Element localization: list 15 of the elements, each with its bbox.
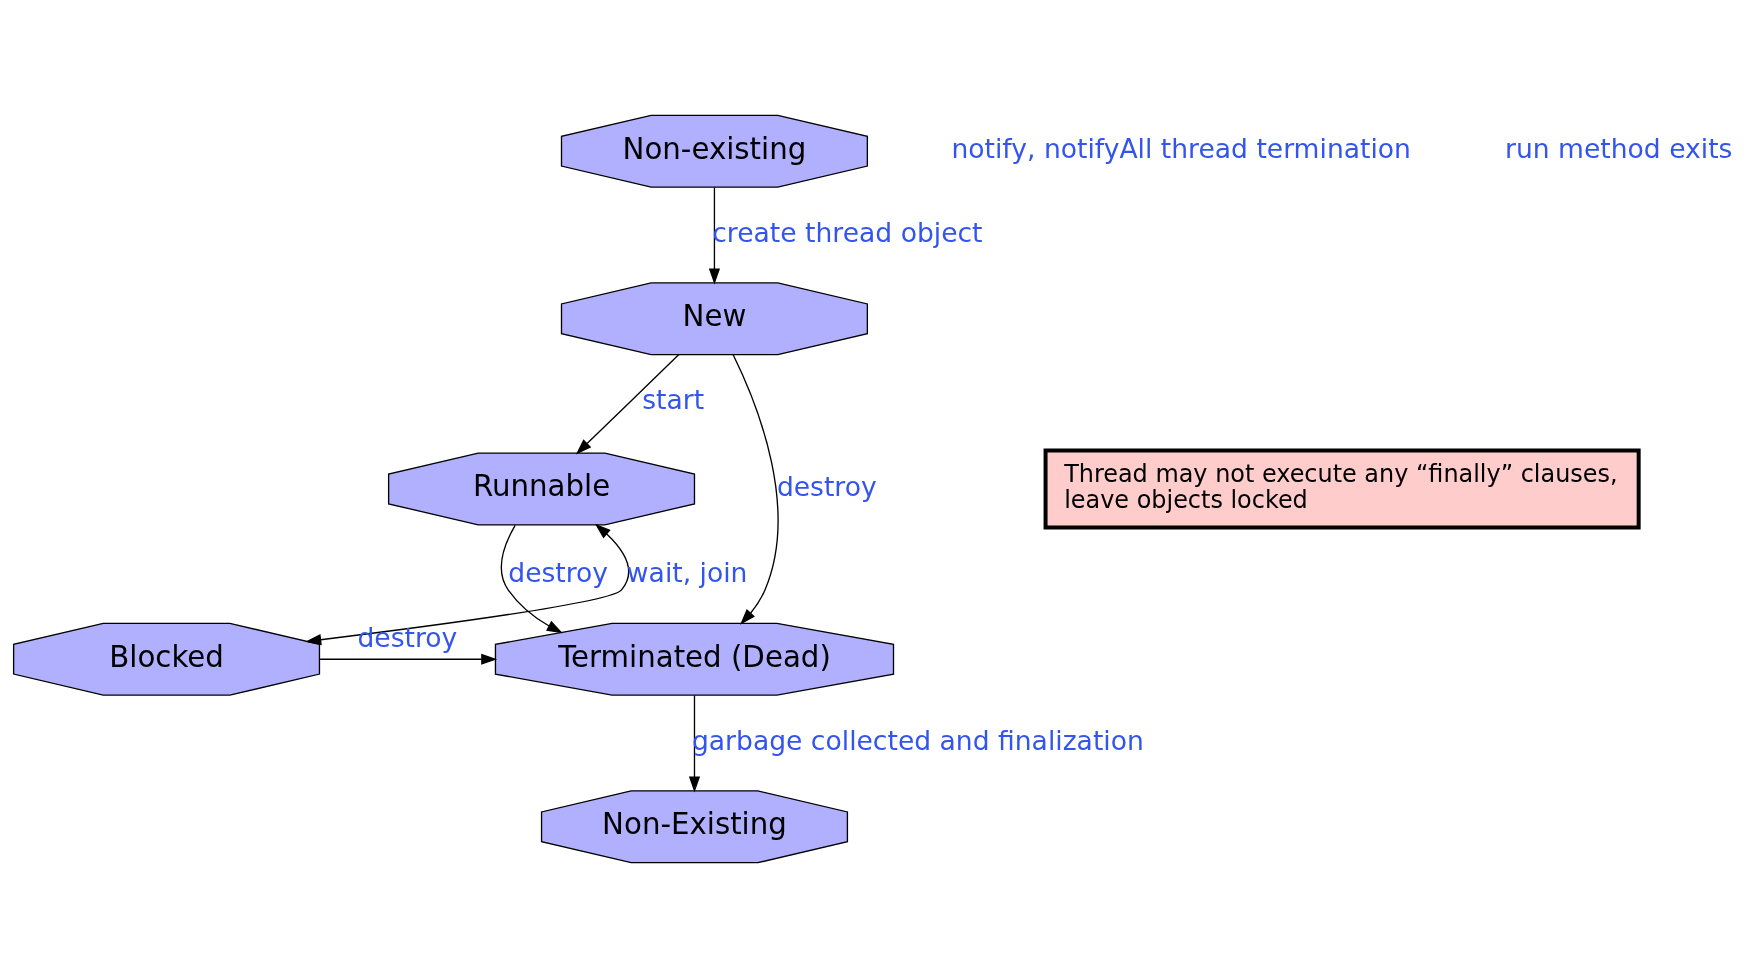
edge-label: destroy — [776, 470, 877, 502]
arrow — [688, 694, 701, 793]
arrow — [500, 524, 563, 633]
label: notify, notifyAll thread termination — [951, 132, 1411, 164]
arrow — [305, 523, 630, 645]
arrow — [318, 653, 498, 665]
arrow — [732, 353, 779, 625]
arrow — [708, 186, 721, 285]
edge-label: destroy — [508, 556, 609, 588]
node-box: Thread may not execute any “finally” clauses, leave objects locked — [1043, 447, 1641, 530]
label: run method exits — [1505, 132, 1733, 164]
edge-label: wait, join — [626, 556, 748, 588]
edge-label: destroy — [357, 621, 458, 653]
arrow — [575, 353, 680, 454]
edge-label: start — [642, 383, 705, 415]
